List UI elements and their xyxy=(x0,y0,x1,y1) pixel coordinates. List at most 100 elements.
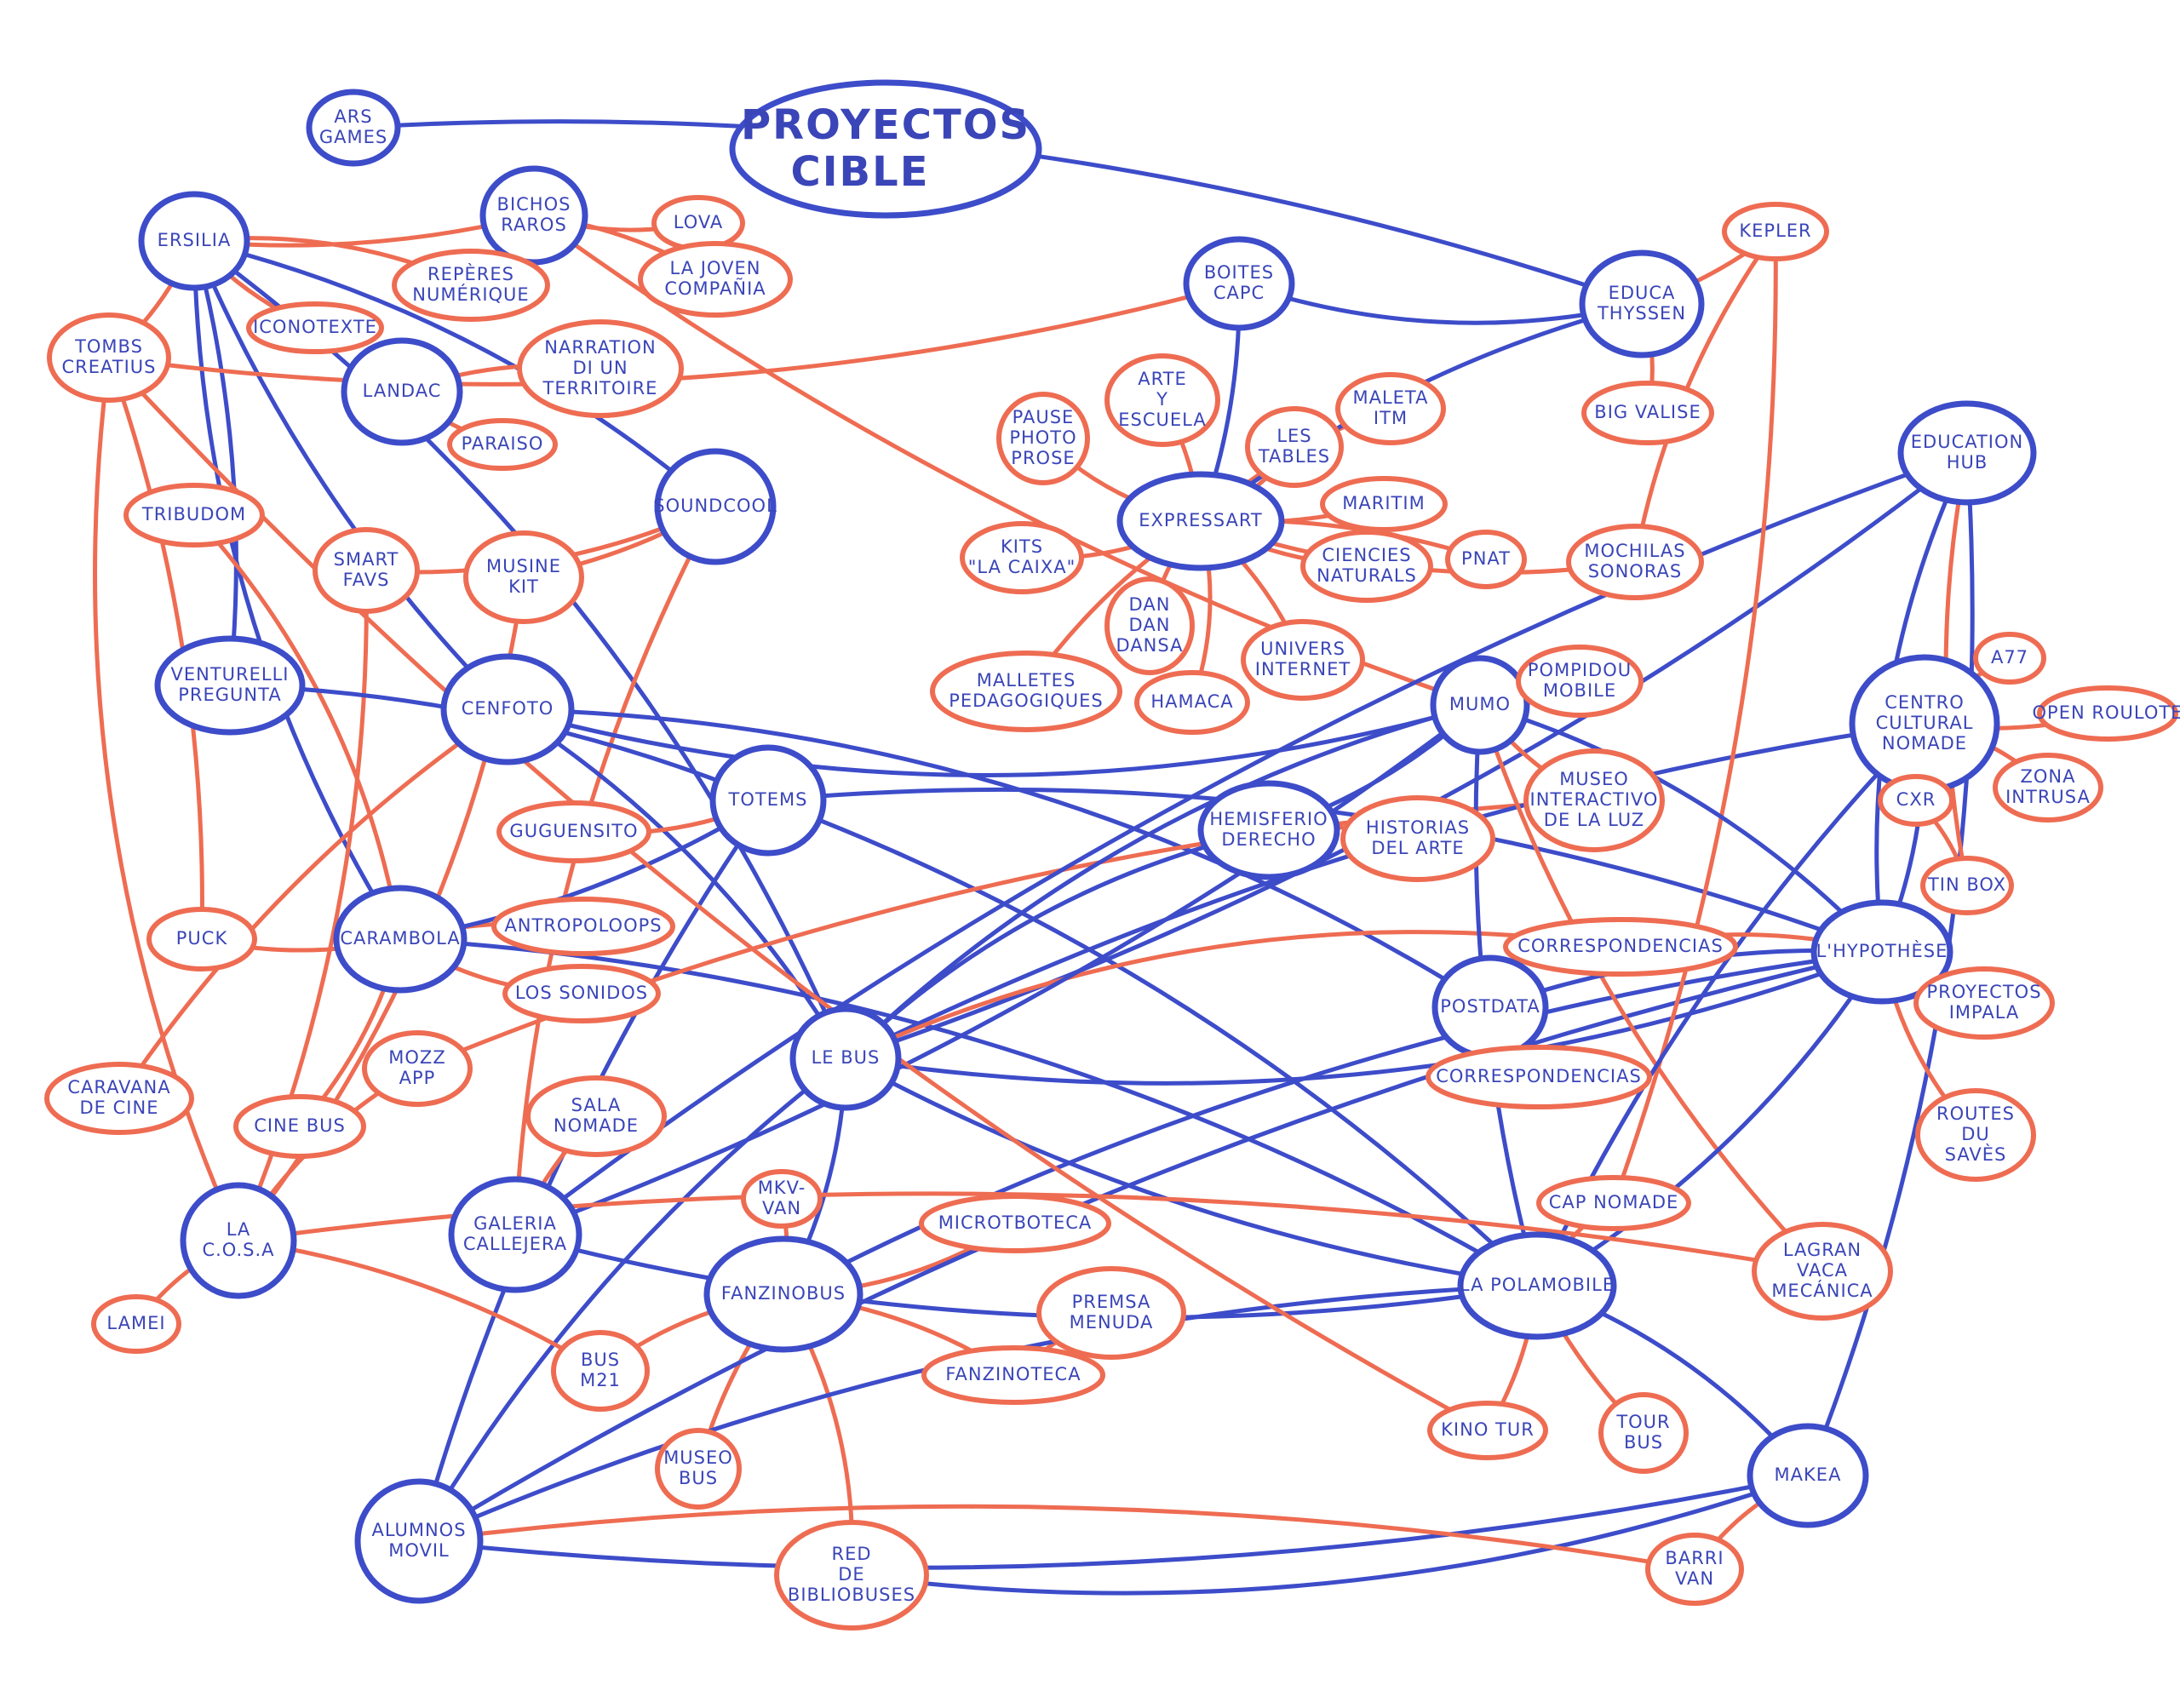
node-ciencies-outline xyxy=(1300,530,1433,603)
node-totems-outline xyxy=(709,744,827,857)
edge-cenfoto-caravana xyxy=(117,707,510,1101)
node-paraiso: PARAISO xyxy=(447,418,558,471)
node-reperes-label: REPÈRES xyxy=(427,263,514,284)
node-lacosa-label: LA xyxy=(227,1219,251,1240)
node-landac: LANDAC xyxy=(341,337,463,446)
node-kits-outline xyxy=(960,521,1084,594)
node-arte-label: ESCUELA xyxy=(1118,410,1206,430)
node-educa-label: EDUCA xyxy=(1609,283,1676,303)
node-pompidou-label: POMPIDOU xyxy=(1528,660,1632,680)
node-lebus-label: LE BUS xyxy=(812,1047,881,1068)
node-lossonidos-label: LOS SONIDOS xyxy=(515,983,648,1003)
node-totems: TOTEMS xyxy=(709,744,827,857)
node-historias-outline xyxy=(1340,795,1495,882)
node-venturelli-label: VENTURELLI xyxy=(171,664,290,685)
node-correspondencias2: CORRESPONDENCIAS xyxy=(1426,1045,1652,1109)
edge-cenfoto-mumo xyxy=(505,702,1483,777)
node-redbiblio-outline xyxy=(774,1520,929,1631)
node-museobus-label: MUSEO xyxy=(663,1447,733,1468)
node-bigvalise-outline xyxy=(1581,381,1714,445)
node-puck-label: PUCK xyxy=(176,928,228,949)
node-lacosa-label: C.O.S.A xyxy=(202,1240,274,1260)
node-tourbus-outline xyxy=(1598,1392,1689,1474)
node-redbiblio-label: DE xyxy=(838,1564,864,1585)
title-ellipse xyxy=(729,79,1042,219)
node-lamei-label: LAMEI xyxy=(106,1313,165,1333)
node-hemisferio-label: HEMISFERIO xyxy=(1209,809,1328,829)
node-barrivan-label: VAN xyxy=(1675,1568,1714,1589)
node-fanzinoteca-label: FANZINOTECA xyxy=(945,1364,1081,1384)
node-caravana-label: CARAVANA xyxy=(67,1077,170,1098)
node-guguensito: GUGUENSITO xyxy=(496,800,651,863)
node-paraiso-label: PARAISO xyxy=(462,433,544,454)
node-cxr-label: CXR xyxy=(1896,789,1936,810)
node-kepler-label: KEPLER xyxy=(1739,221,1811,241)
node-maleta-outline xyxy=(1335,372,1446,445)
node-iconotexte: ICONOTEXTE xyxy=(246,301,384,354)
edge-barrivan-alumnos xyxy=(416,1504,1697,1572)
node-maritim-label: MARITIM xyxy=(1342,493,1425,513)
node-pnat: PNAT xyxy=(1445,530,1527,589)
node-pompidou-outline xyxy=(1516,645,1644,718)
node-zona-label: ZONA xyxy=(2021,766,2076,787)
node-postdata-label: POSTDATA xyxy=(1440,996,1540,1017)
node-eduhub-label: HUB xyxy=(1947,452,1988,473)
node-kepler: KEPLER xyxy=(1722,202,1829,261)
node-museobus-label: BUS xyxy=(679,1468,718,1488)
diagram-title: PROYECTOS CIBLE xyxy=(729,79,1042,219)
node-makea-outline xyxy=(1747,1423,1869,1528)
node-lamei-outline xyxy=(91,1294,181,1354)
node-lebus: LE BUS xyxy=(789,1006,902,1111)
node-dandan-label: DANSA xyxy=(1116,635,1184,656)
node-microtboteca-outline xyxy=(919,1194,1111,1253)
node-paraiso-outline xyxy=(447,418,558,471)
node-puck: PUCK xyxy=(146,907,257,971)
node-kinotur: KINO TUR xyxy=(1427,1401,1548,1460)
node-tinbox-outline xyxy=(1920,856,2014,915)
edge-lebus-alumnos xyxy=(416,1056,848,1544)
edge-hemisferio-lebus xyxy=(843,828,1271,1061)
node-mozzapp-label: APP xyxy=(399,1068,436,1088)
node-caravana-outline xyxy=(44,1062,194,1135)
node-ersilia-outline xyxy=(138,191,250,291)
node-guguensito-outline xyxy=(496,800,651,863)
edge-cenfoto-lebus xyxy=(505,707,848,1061)
node-galeria-label: CALLEJERA xyxy=(463,1234,567,1254)
node-hemisferio-label: DERECHO xyxy=(1221,829,1316,850)
node-totems-label: TOTEMS xyxy=(728,789,808,810)
node-caravana-label: DE CINE xyxy=(80,1098,159,1118)
edge-polamobile-lebus xyxy=(843,1056,1540,1288)
node-smartfavs-outline xyxy=(313,527,420,614)
node-correspondencias1-label: CORRESPONDENCIAS xyxy=(1517,936,1724,956)
edge-mumo-lagranvaca xyxy=(1477,702,1825,1274)
node-expressart-outline xyxy=(1116,471,1285,571)
node-museoint-label: INTERACTIVO xyxy=(1530,789,1659,810)
node-redbiblio-label: BIBLIOBUSES xyxy=(788,1585,915,1605)
node-historias-label: DEL ARTE xyxy=(1371,838,1464,858)
edge-lebus-mumo xyxy=(843,702,1483,1061)
node-cenfoto-label: CENFOTO xyxy=(462,698,554,719)
edge-ersilia-soundcool xyxy=(192,238,718,509)
node-premsa-label: PREMSA xyxy=(1072,1292,1151,1312)
node-openroulotte-label: OPEN ROULOTE xyxy=(2033,702,2180,723)
node-mkvvan-label: MKV- xyxy=(758,1178,806,1198)
node-venturelli-outline xyxy=(154,635,306,736)
node-routes-label: DU xyxy=(1961,1124,1990,1144)
node-routes-label: ROUTES xyxy=(1936,1103,2015,1124)
node-cxr: CXR xyxy=(1878,774,1954,827)
